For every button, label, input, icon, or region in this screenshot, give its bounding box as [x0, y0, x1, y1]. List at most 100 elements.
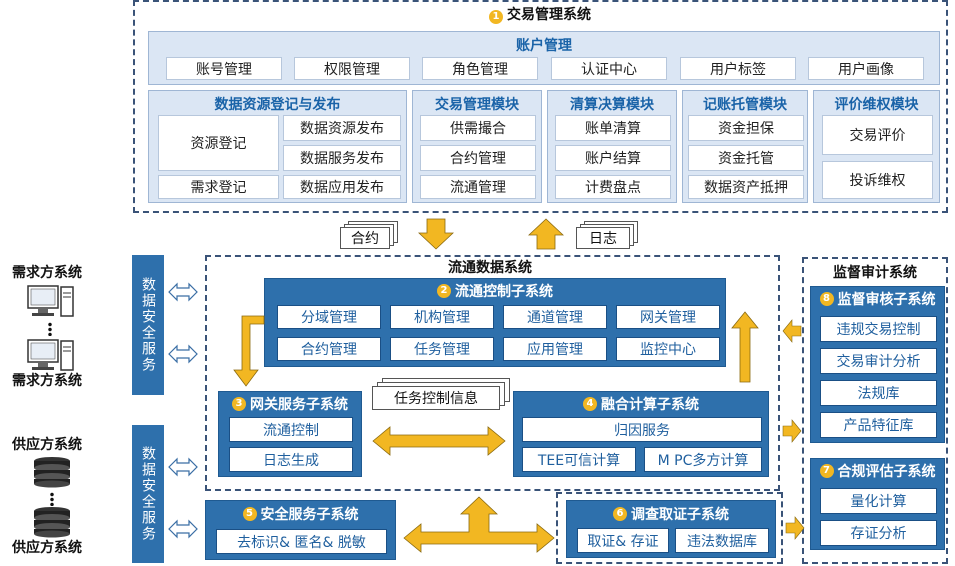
right-arrow-icon: [782, 419, 802, 443]
custody-item: 资金托管: [688, 145, 804, 171]
trade-module-panel: 交易管理模块 供需撮合 合约管理 流通管理: [412, 90, 542, 203]
eval-item: 交易评价: [822, 115, 933, 155]
trade-system-frame: [133, 0, 948, 213]
step-badge: 3: [232, 397, 246, 411]
audit-core-item: 违规交易控制: [820, 316, 937, 342]
double-arrow-icon: [372, 426, 506, 456]
left-arrow-icon: [782, 319, 802, 343]
demand-system-label-bottom: 需求方系统: [12, 373, 82, 389]
eval-item: 投诉维权: [822, 161, 933, 199]
account-title: 账户管理: [516, 38, 572, 54]
gateway-item: 流通控制: [229, 417, 353, 442]
vertical-ellipsis: [50, 492, 54, 506]
resource-left-item: 资源登记: [158, 115, 279, 171]
data-security-bar-top: 数据安全服务: [132, 255, 164, 395]
control-item: 监控中心: [616, 337, 720, 361]
security-item: 去标识& 匿名& 脱敏: [216, 529, 387, 554]
resource-right-item: 数据应用发布: [283, 175, 401, 199]
step-badge: 7: [819, 464, 834, 478]
up-arrow-icon: [528, 218, 564, 250]
supply-system-label-bottom: 供应方系统: [12, 540, 82, 556]
step-badge: 1: [489, 10, 503, 24]
contract-tag: 合约: [340, 227, 390, 249]
fusion-item: 归因服务: [522, 417, 762, 442]
resource-right-item: 数据资源发布: [283, 115, 401, 141]
account-item: 权限管理: [294, 57, 410, 80]
computer-icon: [27, 339, 74, 371]
compliance-item: 量化计算: [820, 488, 937, 514]
account-panel: 账户管理 账号管理 权限管理 角色管理 认证中心 用户标签 用户画像: [148, 31, 940, 85]
supply-system-label-top: 供应方系统: [12, 437, 82, 453]
down-arrow-icon: [418, 218, 454, 250]
account-item: 用户画像: [808, 57, 924, 80]
step-badge: 4: [583, 397, 597, 411]
step-badge: 8: [819, 292, 834, 306]
t-arrow-icon: [403, 496, 555, 553]
account-item: 账号管理: [166, 57, 282, 80]
eval-panel: 评价维权模块 交易评价 投诉维权: [813, 90, 940, 203]
resource-right-item: 数据服务发布: [283, 145, 401, 171]
clearing-item: 计费盘点: [555, 175, 671, 199]
audit-core-item: 交易审计分析: [820, 348, 937, 374]
trade-module-item: 供需撮合: [420, 115, 536, 141]
audit-core-item: 产品特征库: [820, 412, 937, 438]
audit-system-title: 监督审计系统: [833, 265, 917, 281]
account-item: 用户标签: [680, 57, 796, 80]
fusion-item: TEE可信计算: [522, 447, 636, 472]
account-item: 角色管理: [422, 57, 538, 80]
forensics-item: 违法数据库: [675, 528, 769, 553]
data-security-bar-bottom: 数据安全服务: [132, 425, 164, 563]
control-item: 应用管理: [503, 337, 607, 361]
curved-up-arrow-icon: [731, 311, 759, 383]
trade-module-title: 交易管理模块: [435, 97, 519, 113]
hollow-double-arrow-icon: [168, 457, 198, 477]
forensics-item: 取证& 存证: [577, 528, 669, 553]
control-item: 通道管理: [503, 305, 607, 329]
hollow-double-arrow-icon: [168, 344, 198, 364]
resource-left-item: 需求登记: [158, 175, 279, 199]
forensics-frame: [556, 492, 783, 564]
control-item: 任务管理: [390, 337, 494, 361]
right-arrow-icon: [785, 516, 805, 540]
computer-icon: [27, 285, 74, 317]
clearing-item: 账户结算: [555, 145, 671, 171]
resource-title: 数据资源登记与发布: [214, 97, 341, 113]
trade-module-item: 流通管理: [420, 175, 536, 199]
vertical-ellipsis: [48, 322, 52, 336]
database-icon: [34, 457, 70, 488]
eval-title: 评价维权模块: [834, 97, 919, 113]
circulation-system-frame: [205, 255, 780, 491]
step-badge: 5: [242, 507, 257, 521]
gateway-item: 日志生成: [229, 447, 353, 472]
demand-system-label-top: 需求方系统: [12, 265, 82, 281]
curved-down-arrow-icon: [233, 315, 265, 387]
clearing-item: 账单清算: [555, 115, 671, 141]
log-tag: 日志: [576, 227, 630, 249]
control-item: 网关管理: [616, 305, 720, 329]
task-tag: 任务控制信息: [372, 386, 500, 410]
custody-item: 数据资产抵押: [688, 175, 804, 199]
resource-panel: 数据资源登记与发布 资源登记 需求登记 数据资源发布 数据服务发布 数据应用发布: [148, 90, 407, 203]
hollow-double-arrow-icon: [168, 519, 198, 539]
clearing-title: 清算决算模块: [570, 97, 654, 113]
compliance-item: 存证分析: [820, 520, 937, 546]
step-badge: 2: [437, 284, 451, 298]
trade-module-item: 合约管理: [420, 145, 536, 171]
account-item: 认证中心: [551, 57, 667, 80]
control-item: 合约管理: [277, 337, 381, 361]
audit-core-item: 法规库: [820, 380, 937, 406]
audit-system-frame: [802, 257, 948, 564]
